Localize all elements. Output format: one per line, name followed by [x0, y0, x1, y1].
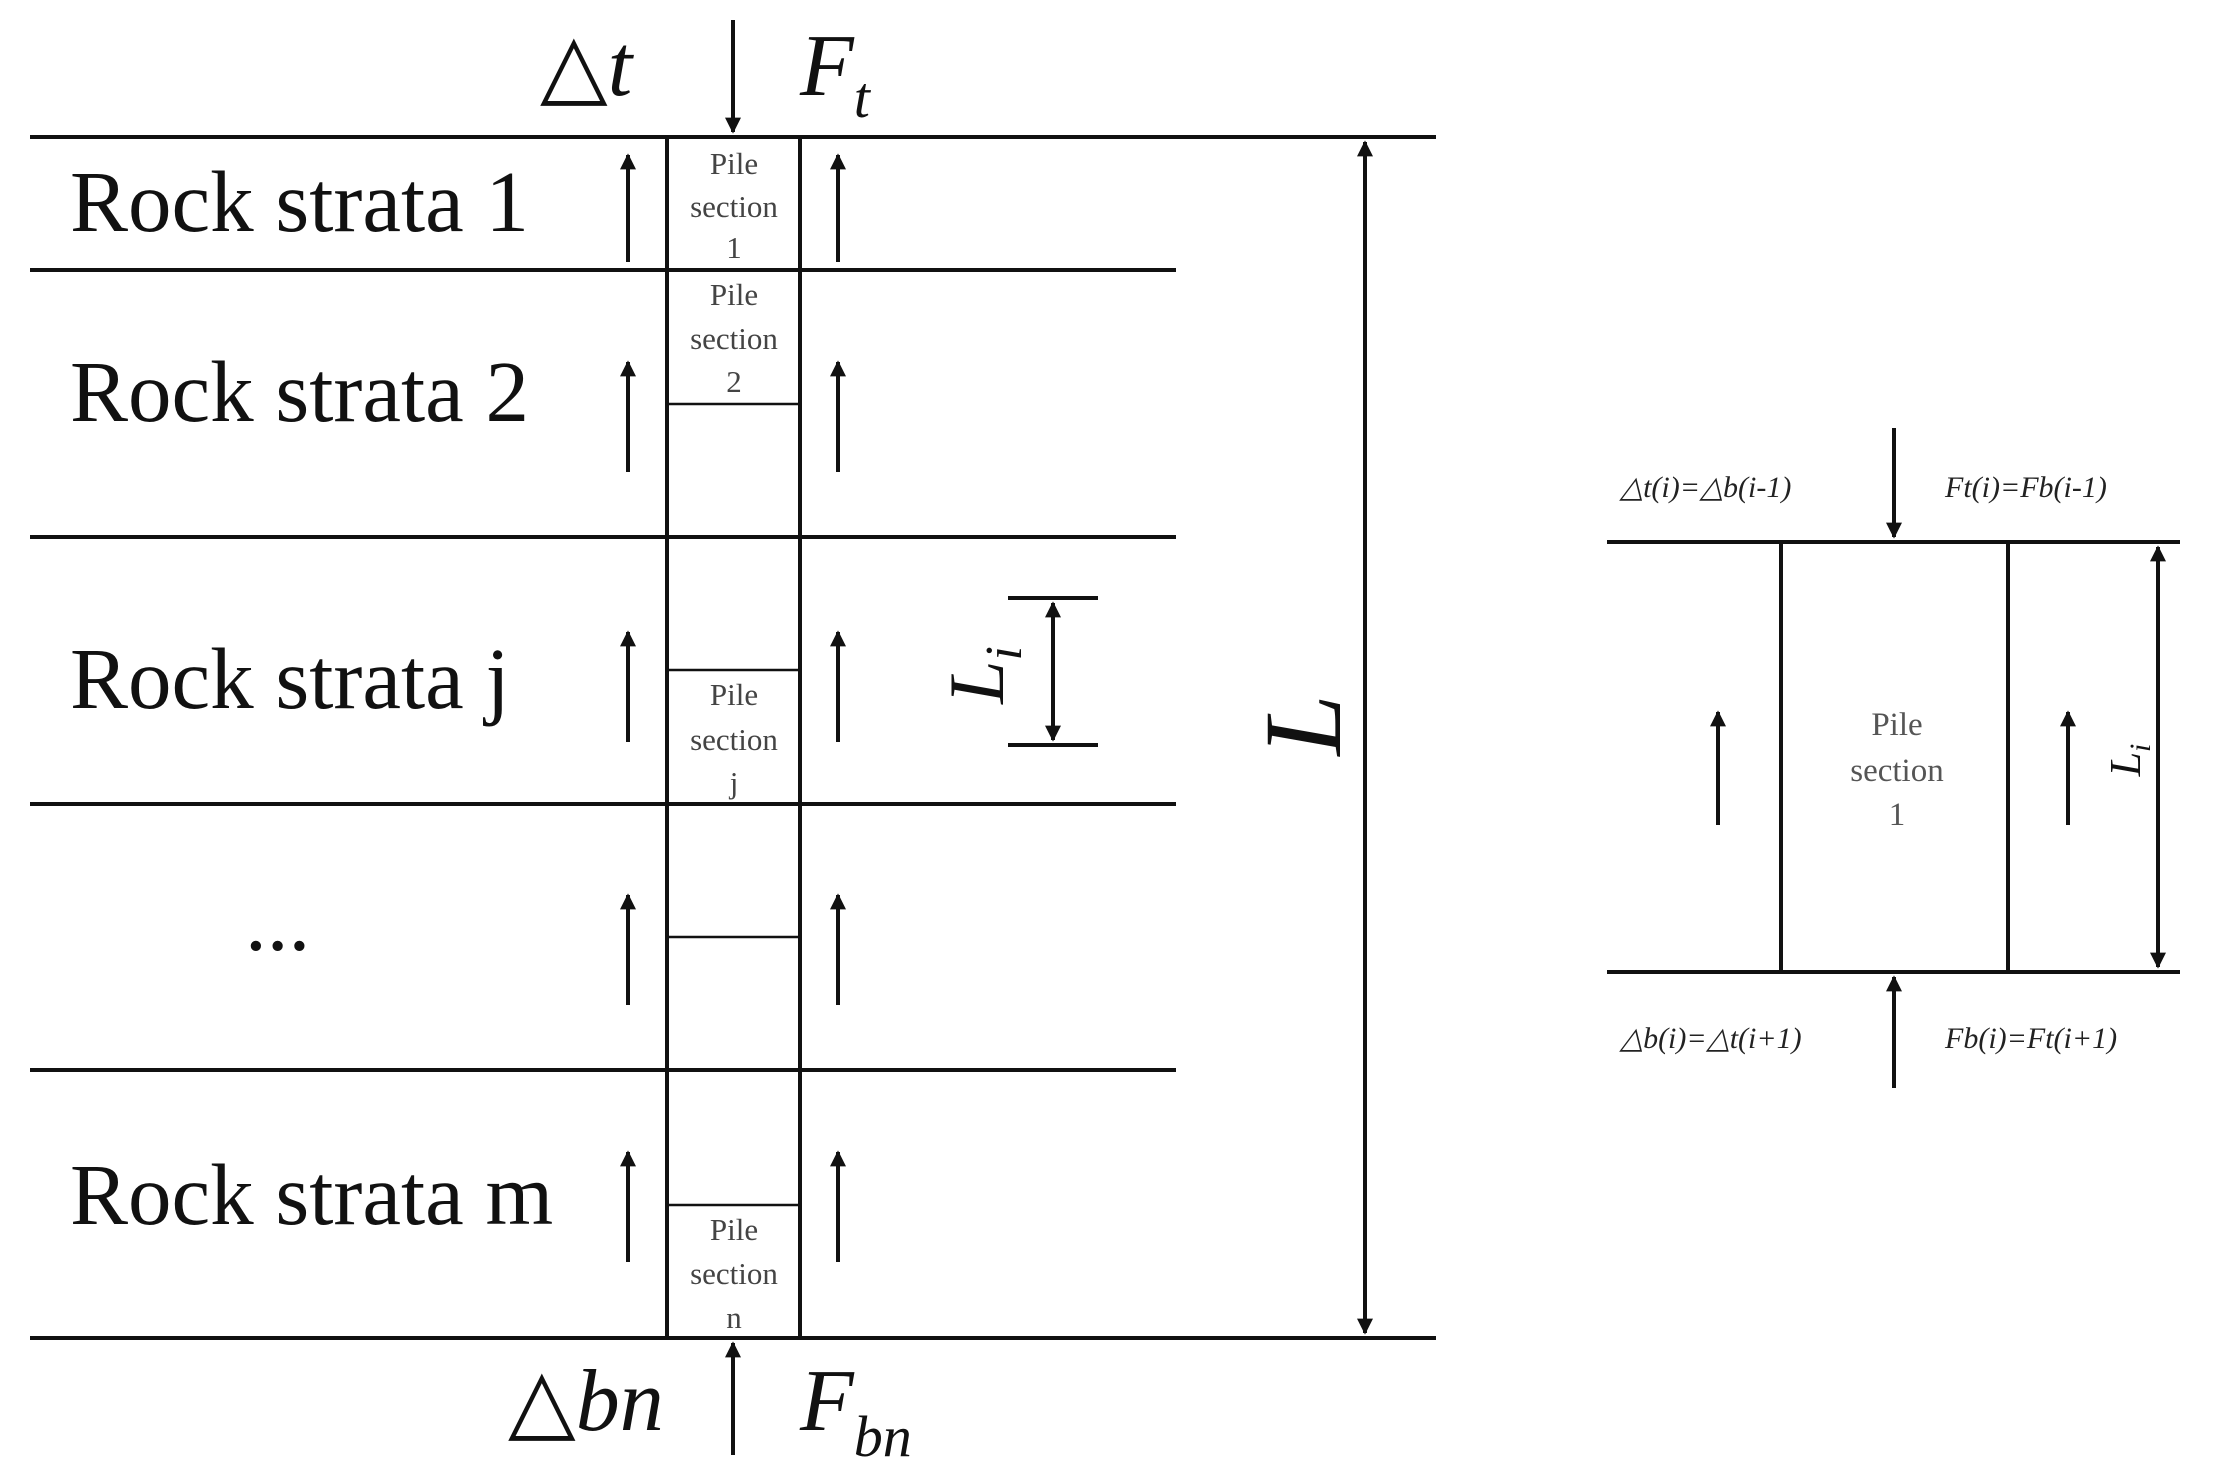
pile-section-j-label: Pile section j	[690, 677, 778, 800]
svg-text:2: 2	[726, 364, 742, 399]
pile-section-n-label: Pile section n	[690, 1212, 778, 1335]
svg-text:section: section	[690, 1256, 778, 1291]
pile-section-1-label: Pile section 1	[690, 146, 778, 265]
section-length-label: Li	[933, 646, 1033, 705]
top-displacement-equation: △t(i)=△b(i-1)	[1619, 471, 1791, 504]
bottom-force-label: Fbn	[799, 1353, 912, 1469]
strata-label: Rock strata m	[70, 1146, 553, 1243]
strata-label: ...	[245, 872, 310, 969]
strata-label: Rock strata 1	[70, 153, 529, 250]
svg-text:section: section	[690, 722, 778, 757]
svg-text:Pile: Pile	[710, 146, 758, 181]
top-force-equation: Ft(i)=Fb(i-1)	[1944, 471, 2107, 504]
svg-text:1: 1	[726, 230, 742, 265]
strata-label: Rock strata j	[70, 630, 510, 727]
bottom-force-equation: Fb(i)=Ft(i+1)	[1944, 1022, 2117, 1055]
right-diagram: Pile section 1 △t(i)=△b(i-1) Ft(i)=Fb(i-…	[1607, 428, 2180, 1088]
svg-text:Pile: Pile	[710, 277, 758, 312]
svg-text:1: 1	[1889, 797, 1906, 833]
bottom-displacement-equation: △b(i)=△t(i+1)	[1619, 1022, 1802, 1055]
svg-text:section: section	[1850, 753, 1943, 789]
section-length-label: Li	[2101, 744, 2157, 778]
svg-text:Pile: Pile	[1871, 707, 1922, 743]
total-length-label: L	[1242, 694, 1364, 757]
top-force-label: Ft	[799, 18, 872, 130]
strata-label: Rock strata 2	[70, 343, 529, 440]
left-diagram: Rock strata 1 Rock strata 2 Rock strata …	[30, 13, 1436, 1469]
pile-section-detail-label: Pile section 1	[1850, 707, 1943, 833]
svg-text:Pile: Pile	[710, 1212, 758, 1247]
top-displacement-label: △t	[540, 13, 635, 116]
svg-text:Pile: Pile	[710, 677, 758, 712]
svg-text:n: n	[726, 1300, 742, 1335]
bottom-displacement-label: △bn	[508, 1348, 664, 1451]
svg-text:section: section	[690, 321, 778, 356]
svg-text:j: j	[729, 765, 739, 800]
pile-section-2-label: Pile section 2	[690, 277, 778, 399]
svg-text:section: section	[690, 189, 778, 224]
